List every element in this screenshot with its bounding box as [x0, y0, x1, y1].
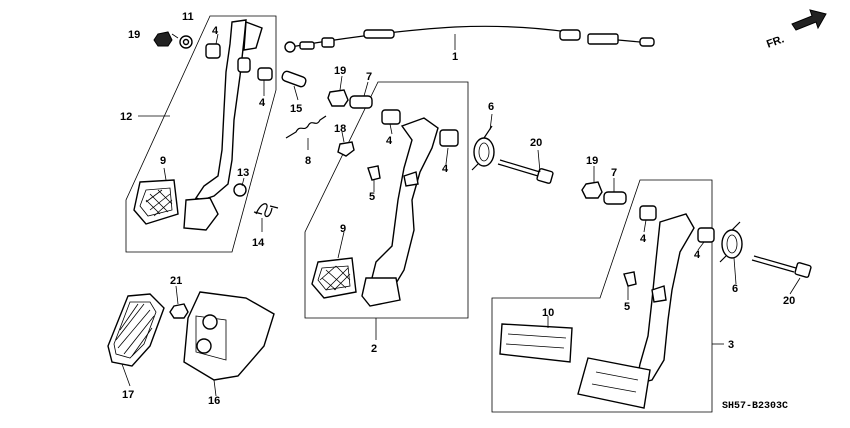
part-label: 19	[586, 155, 598, 167]
screw-5-mid	[367, 165, 381, 181]
part-label: 1	[452, 51, 458, 63]
part-label: 15	[290, 103, 302, 115]
screw-5-right	[623, 271, 637, 287]
part-label: 17	[122, 389, 134, 401]
part-label: 2	[371, 343, 377, 355]
bolt-20-mid	[497, 159, 554, 184]
part-label: 20	[530, 137, 542, 149]
bolt-19-mid	[327, 89, 349, 107]
left-bushings	[205, 43, 273, 197]
bolt-20-right	[751, 255, 812, 278]
part-label: 11	[182, 11, 194, 23]
right-pedal-arm	[499, 205, 715, 409]
part-label: 4	[694, 249, 701, 261]
part-label: 7	[366, 71, 372, 83]
group-outline-12	[125, 15, 277, 253]
spring-14	[253, 203, 279, 218]
part-label: 20	[783, 295, 795, 307]
spring-6-mid	[471, 125, 495, 171]
pedal-cover-16	[183, 291, 275, 381]
middle-pedal-arm	[311, 109, 459, 307]
part-label: 6	[488, 101, 494, 113]
part-label: 4	[212, 25, 219, 37]
group-outline-3	[491, 179, 713, 413]
part-label: 5	[369, 191, 375, 203]
part-label: 4	[386, 135, 393, 147]
pedal-pad-17	[107, 293, 165, 367]
part-label: 4	[259, 97, 266, 109]
part-label: 8	[305, 155, 311, 167]
clip-18	[337, 141, 355, 157]
part-label: 5	[624, 301, 630, 313]
bolt-19-right	[581, 181, 603, 199]
part-label: 9	[160, 155, 166, 167]
part-label: 21	[170, 275, 182, 287]
part-label: 19	[334, 65, 346, 77]
direction-label: FR.	[765, 33, 786, 50]
part-labels: 1 2 3 4 4 4 4 4 4 5 5 6 6 7 7 8 9 9 10 1…	[120, 11, 795, 407]
part-label: 18	[334, 123, 346, 135]
part-label: 9	[340, 223, 346, 235]
pin-15	[281, 70, 307, 88]
spring-8	[285, 115, 327, 139]
leader-lines	[121, 33, 801, 397]
part-label: 4	[640, 233, 647, 245]
part-label: 14	[252, 237, 265, 249]
part-label: 7	[611, 167, 617, 179]
pin-7-right	[603, 191, 627, 205]
part-label: 4	[442, 163, 449, 175]
part-label: 3	[728, 339, 734, 351]
bolt-19-top	[153, 31, 193, 49]
part-label: 16	[208, 395, 220, 407]
front-direction-arrow-icon	[791, 9, 827, 31]
nut-21	[169, 303, 189, 319]
part-label: 6	[732, 283, 738, 295]
part-label: 10	[542, 307, 554, 319]
throttle-cable	[284, 25, 655, 53]
diagram-code: SH57-B2303C	[722, 401, 788, 412]
group-outline-2	[304, 81, 469, 319]
part-label: 19	[128, 29, 140, 41]
part-label: 13	[237, 167, 249, 179]
pin-7-mid	[349, 95, 373, 109]
part-label: 12	[120, 111, 132, 123]
spring-6-right	[719, 221, 743, 263]
left-pedal-arm	[133, 19, 263, 231]
